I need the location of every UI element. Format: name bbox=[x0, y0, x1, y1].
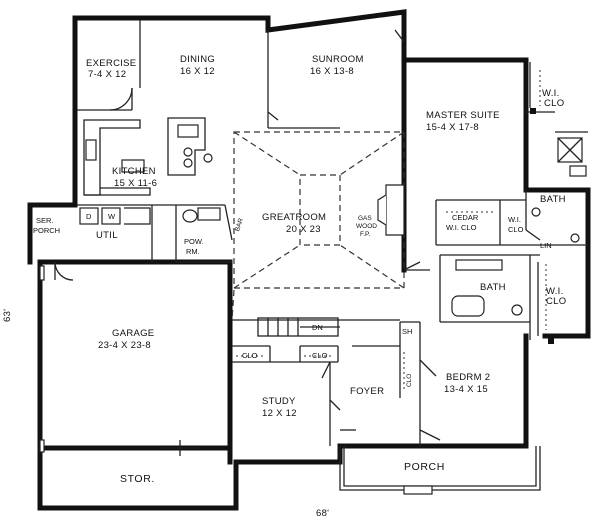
bed2-wi-clo-line2: CLO bbox=[546, 296, 566, 307]
clo-right-label: CLO bbox=[312, 351, 328, 360]
stair-down-label: DN bbox=[312, 323, 323, 332]
ser-porch-line2: PORCH bbox=[33, 226, 60, 235]
clo-foyer-label: CLO bbox=[406, 374, 413, 387]
clo-left-label: CLO bbox=[242, 351, 258, 360]
washer-label: W bbox=[108, 212, 116, 221]
master-wi-clo-mid-line1: W.I. bbox=[508, 215, 521, 224]
sunroom-name: SUNROOM bbox=[312, 54, 364, 65]
storage-name: STOR. bbox=[120, 473, 155, 485]
linen-label: LIN bbox=[540, 241, 552, 250]
fireplace-line2: WOOD bbox=[356, 223, 377, 230]
master-wi-clo-top-line1: W.I. bbox=[542, 88, 560, 99]
fireplace-line1: GAS bbox=[358, 215, 372, 222]
great-room-ceiling-outline bbox=[231, 131, 405, 321]
laundry-appliances: D W bbox=[79, 207, 151, 225]
stair bbox=[257, 317, 340, 337]
fireplace bbox=[377, 184, 405, 236]
util-name: UTIL bbox=[96, 230, 118, 241]
dining-name: DINING bbox=[180, 54, 215, 65]
overall-depth: 63' bbox=[2, 309, 13, 322]
hall-bath-name: BATH bbox=[480, 282, 506, 293]
great-room-name: GREATROOM bbox=[262, 212, 326, 223]
fireplace-line3: F.P. bbox=[360, 231, 371, 238]
porch-name: PORCH bbox=[404, 461, 445, 473]
shelf-label: SH bbox=[402, 327, 412, 336]
room-labels: EXERCISE 7-4 X 12 DINING 16 X 12 SUNROOM… bbox=[33, 54, 566, 485]
closet-rods bbox=[236, 70, 547, 392]
powder-room-fixtures bbox=[182, 207, 221, 223]
master-wi-clo-top-line2: CLO bbox=[544, 98, 564, 109]
master-wi-clo-mid-line2: CLO bbox=[508, 225, 524, 234]
dryer bbox=[79, 207, 99, 225]
bar-label: BAR bbox=[234, 217, 245, 232]
master-bath-fixtures bbox=[531, 137, 587, 243]
posts bbox=[530, 108, 554, 344]
study-name: STUDY bbox=[262, 396, 296, 407]
kitchen-cabinets bbox=[83, 117, 213, 196]
bedroom2-size: 13-4 X 15 bbox=[444, 384, 488, 395]
kitchen-size: 15 X 11-6 bbox=[114, 178, 157, 189]
door-swings bbox=[54, 29, 541, 456]
porch-railing bbox=[339, 446, 541, 495]
dimension-labels: 68' 63' bbox=[2, 309, 329, 519]
master-bath-name: BATH bbox=[540, 194, 566, 205]
exercise-size: 7-4 X 12 bbox=[88, 69, 126, 80]
cedar-closet-line1: CEDAR bbox=[452, 213, 479, 222]
dining-size: 16 X 12 bbox=[180, 66, 215, 77]
great-room-size: 20 X 23 bbox=[286, 224, 321, 235]
hall-bath-fixtures bbox=[451, 259, 523, 317]
bed2-wi-clo-line1: W.I. bbox=[546, 286, 564, 297]
powder-line1: POW. bbox=[184, 237, 204, 246]
service-porch bbox=[39, 265, 45, 453]
study-size: 12 X 12 bbox=[262, 408, 297, 419]
bedroom2-name: BEDRM 2 bbox=[446, 372, 490, 383]
interior-walls bbox=[77, 20, 588, 446]
dryer-label: D bbox=[86, 212, 92, 221]
garage-size: 23-4 X 23-8 bbox=[98, 340, 151, 351]
master-suite-size: 15-4 X 17-8 bbox=[426, 122, 479, 133]
sunroom-size: 16 X 13-8 bbox=[310, 66, 354, 77]
cedar-closet-line2: W.I. CLO bbox=[446, 223, 477, 232]
powder-line2: RM. bbox=[186, 247, 200, 256]
exterior-walls bbox=[27, 9, 591, 511]
foyer-name: FOYER bbox=[350, 386, 384, 397]
kitchen-name: KITCHEN bbox=[112, 166, 156, 177]
exercise-name: EXERCISE bbox=[86, 58, 136, 69]
washer bbox=[101, 207, 121, 225]
garage-name: GARAGE bbox=[112, 328, 154, 339]
overall-width: 68' bbox=[316, 508, 329, 519]
ser-porch-line1: SER. bbox=[36, 216, 54, 225]
master-suite-name: MASTER SUITE bbox=[426, 110, 500, 121]
